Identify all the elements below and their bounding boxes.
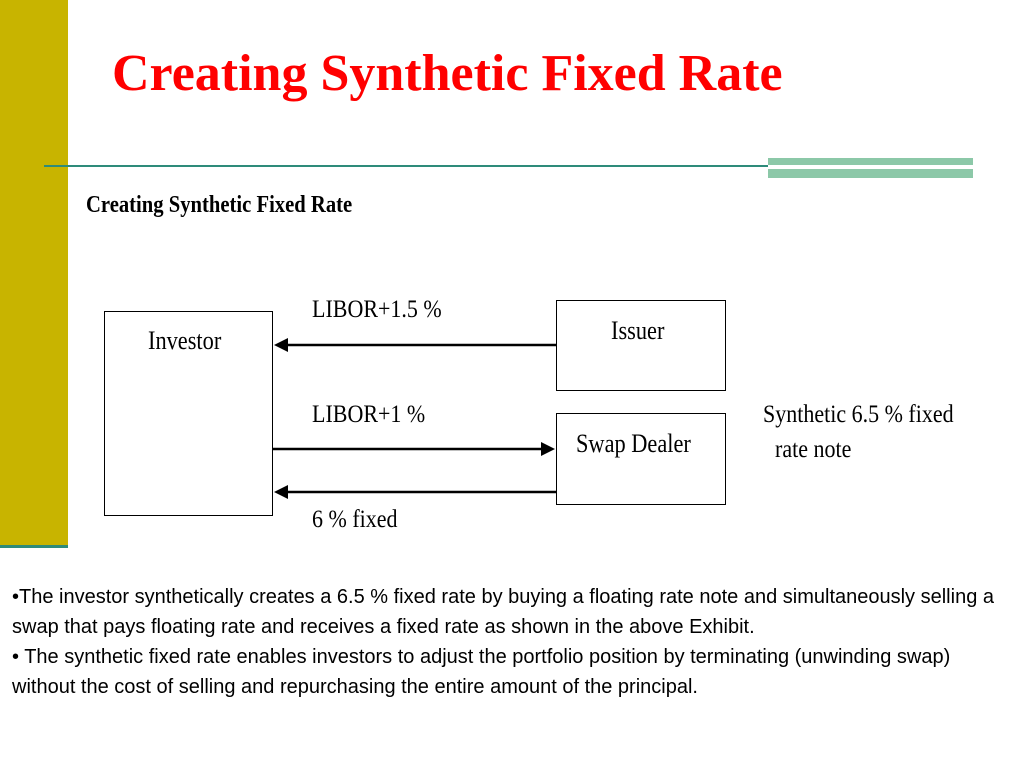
swap-dealer-label: Swap Dealer [576,429,691,458]
flow-label-6-fixed: 6 % fixed [312,506,398,533]
result-label-line2: rate note [775,436,852,463]
swap-dealer-box [556,413,726,505]
arrow-investor-to-dealer [273,442,555,456]
issuer-box [556,300,726,391]
issuer-label: Issuer [611,316,665,345]
investor-label: Investor [148,326,222,355]
bullet-item: •The investor synthetically creates a 6.… [12,586,994,638]
sidebar-underline [0,545,68,548]
arrow-dealer-to-investor [274,485,556,499]
arrow-issuer-to-investor [274,338,556,352]
bullet-item: • The synthetic fixed rate enables inves… [12,646,951,698]
flow-label-libor-plus-1-5: LIBOR+1.5 % [312,296,442,323]
result-label-line1: Synthetic 6.5 % fixed [763,401,954,428]
title-divider [44,165,774,167]
flow-label-libor-plus-1: LIBOR+1 % [312,401,426,428]
slide-title: Creating Synthetic Fixed Rate [112,45,783,102]
diagram-title: Creating Synthetic Fixed Rate [86,192,353,218]
bullet-list: •The investor synthetically creates a 6.… [12,582,1012,702]
investor-box [104,311,273,516]
sidebar-accent [0,0,68,545]
title-divider-accent-gap [768,165,973,169]
